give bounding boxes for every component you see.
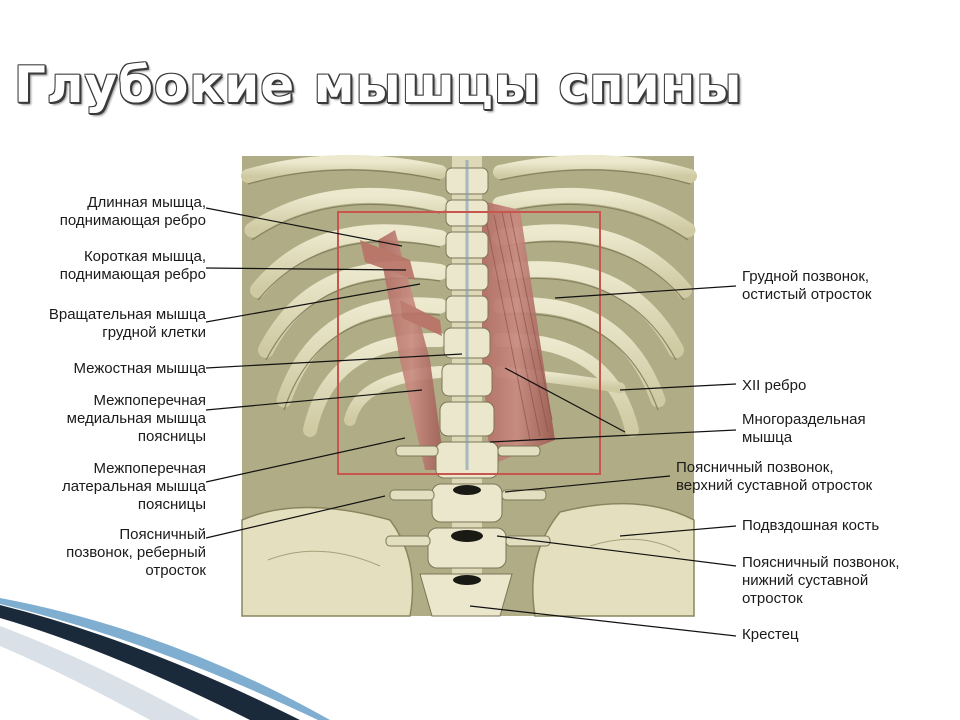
label-short-rib-levator: Короткая мышца,поднимающая ребро <box>59 248 206 283</box>
label-rib-xii: XII ребро <box>742 377 807 394</box>
pelvis <box>241 502 695 617</box>
highlight-box <box>337 211 601 475</box>
label-sacrum: Крестец <box>742 626 799 643</box>
vertebral-column <box>385 156 551 617</box>
slide-title: Глубокие мышцы спины <box>14 56 743 114</box>
label-long-rib-levator: Длинная мышца,поднимающая ребро <box>59 194 206 229</box>
muscles-right <box>478 200 555 465</box>
label-interspinous: Межостная мышца <box>73 360 206 377</box>
decorative-sweep <box>0 598 330 720</box>
spine-illustration <box>241 154 697 617</box>
label-ilium: Подвздошная кость <box>742 517 880 534</box>
label-thoracic-spinous: Грудной позвонок,остистый отросток <box>742 268 872 303</box>
leader-lines <box>205 207 737 637</box>
label-lumbar-superior-articular: Поясничный позвонок,верхний суставной от… <box>676 459 873 494</box>
